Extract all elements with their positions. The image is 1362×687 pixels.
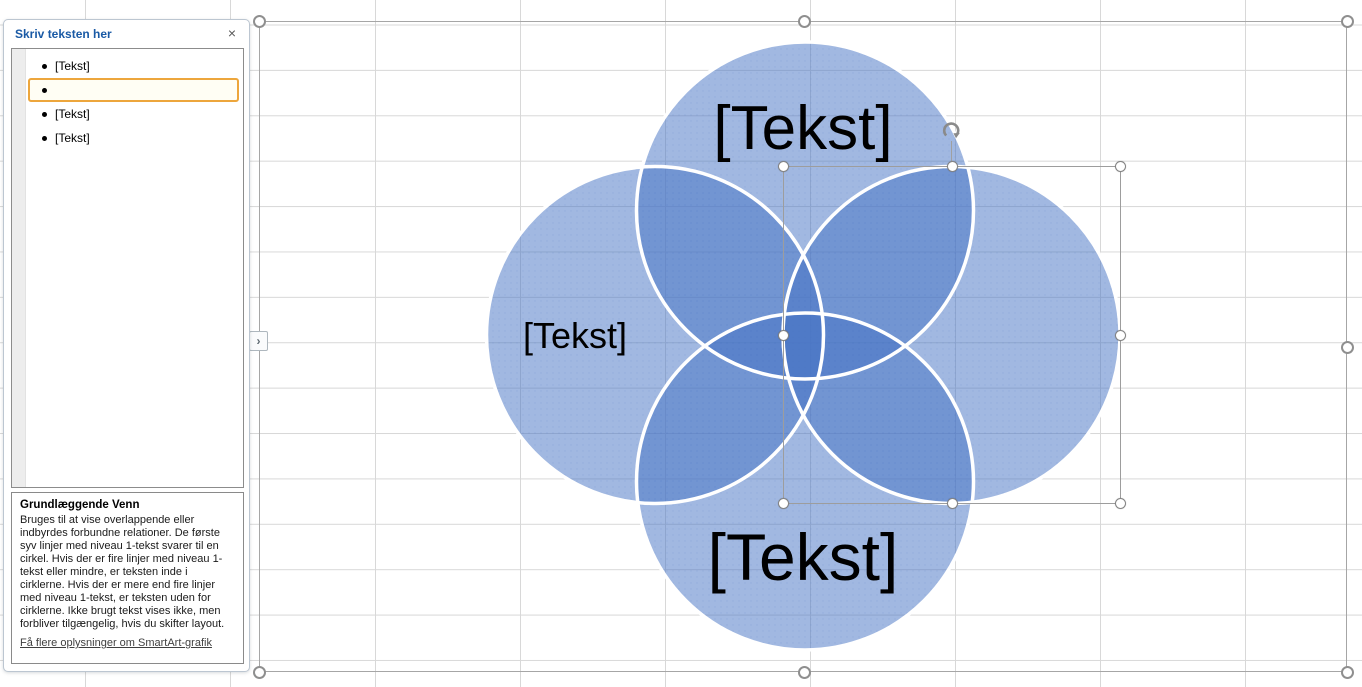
rotate-handle-stem (951, 141, 952, 166)
outline-bottom (634, 311, 976, 652)
shape-handle-top-middle[interactable] (947, 161, 958, 172)
shape-handle-bottom-middle[interactable] (947, 498, 958, 509)
outline-left (484, 164, 826, 506)
frame-resize-handle-top-middle[interactable] (798, 15, 811, 28)
list-item-selected[interactable] (28, 78, 239, 102)
shape-handle-middle-left[interactable] (778, 330, 789, 341)
frame-resize-handle-bottom-right[interactable] (1341, 666, 1354, 679)
layout-description-panel: Grundlæggende Venn Bruges til at vise ov… (11, 492, 244, 664)
shape-handle-bottom-right[interactable] (1115, 498, 1126, 509)
text-pane-header: Skriv teksten her × (4, 20, 249, 48)
shape-handle-top-right[interactable] (1115, 161, 1126, 172)
venn-label-bottom[interactable]: [Tekst] (707, 520, 899, 594)
list-item-text: [Tekst] (55, 131, 90, 145)
frame-resize-handle-top-left[interactable] (253, 15, 266, 28)
list-item-text: [Tekst] (55, 59, 90, 73)
venn-label-top[interactable]: [Tekst] (713, 94, 893, 163)
rotate-handle-icon[interactable] (941, 121, 963, 143)
text-pane-toggle-button[interactable]: › (249, 331, 268, 351)
frame-resize-handle-bottom-middle[interactable] (798, 666, 811, 679)
shape-handle-bottom-left[interactable] (778, 498, 789, 509)
frame-resize-handle-bottom-left[interactable] (253, 666, 266, 679)
list-item[interactable]: [Tekst] (28, 102, 239, 126)
text-pane-title: Skriv teksten her (15, 27, 112, 41)
smartart-frame: › (249, 15, 1354, 679)
list-item-text: [Tekst] (55, 107, 90, 121)
selection-box-right-circle (778, 161, 1126, 509)
list-item[interactable]: [Tekst] (28, 54, 239, 78)
close-icon[interactable]: × (227, 25, 237, 41)
bullet-icon (42, 111, 47, 117)
texture-left (486, 166, 824, 504)
outline-top (634, 40, 976, 381)
text-pane: Skriv teksten her × [Tekst] [Tekst] [Tek… (3, 19, 250, 672)
layout-title: Grundlæggende Venn (20, 499, 140, 511)
smartart-help-link[interactable]: Få flere oplysninger om SmartArt-grafik (20, 637, 212, 649)
text-pane-gutter (12, 49, 26, 487)
venn-label-left[interactable]: [Tekst] (522, 315, 628, 356)
bullet-icon (42, 87, 47, 93)
bullet-icon (42, 63, 47, 69)
frame-resize-handle-middle-right[interactable] (1341, 341, 1354, 354)
frame-resize-handle-top-right[interactable] (1341, 15, 1354, 28)
shape-handle-top-left[interactable] (778, 161, 789, 172)
shape-handle-middle-right[interactable] (1115, 330, 1126, 341)
layout-description: Bruges til at vise overlappende eller in… (20, 514, 225, 630)
bullet-icon (42, 135, 47, 141)
text-pane-list: [Tekst] [Tekst] [Tekst] (11, 48, 244, 488)
list-item[interactable]: [Tekst] (28, 126, 239, 150)
